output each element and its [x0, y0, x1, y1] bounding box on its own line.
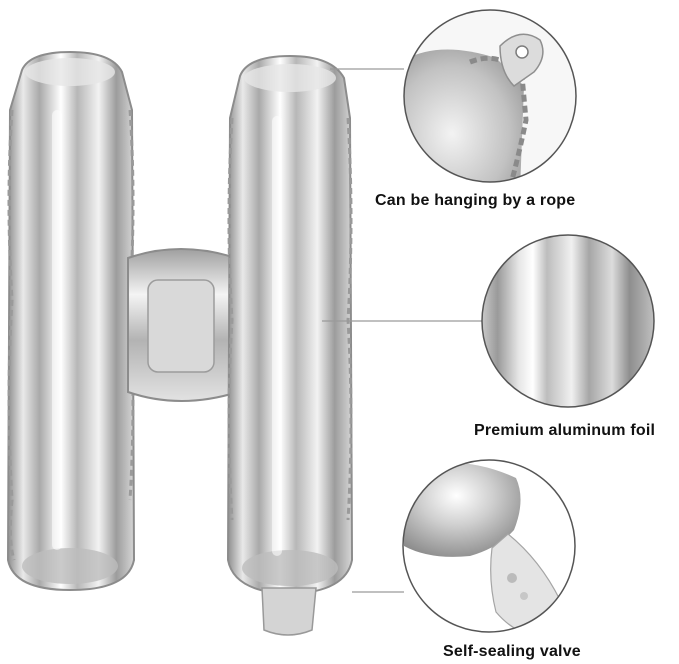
left-bar [6, 50, 136, 592]
detail-circle-foil [481, 234, 655, 408]
valve-tail [261, 587, 317, 636]
caption-aluminum-foil: Premium aluminum foil [474, 422, 656, 439]
letter-balloon [6, 50, 354, 636]
rope-hole [515, 45, 529, 59]
detail-circle-rope [403, 9, 577, 183]
detail-circle-valve [402, 459, 576, 633]
right-bar [226, 54, 354, 596]
caption-hanging-rope: Can be hanging by a rope [375, 192, 576, 209]
caption-sealing-valve: Self-sealing valve [443, 643, 581, 660]
